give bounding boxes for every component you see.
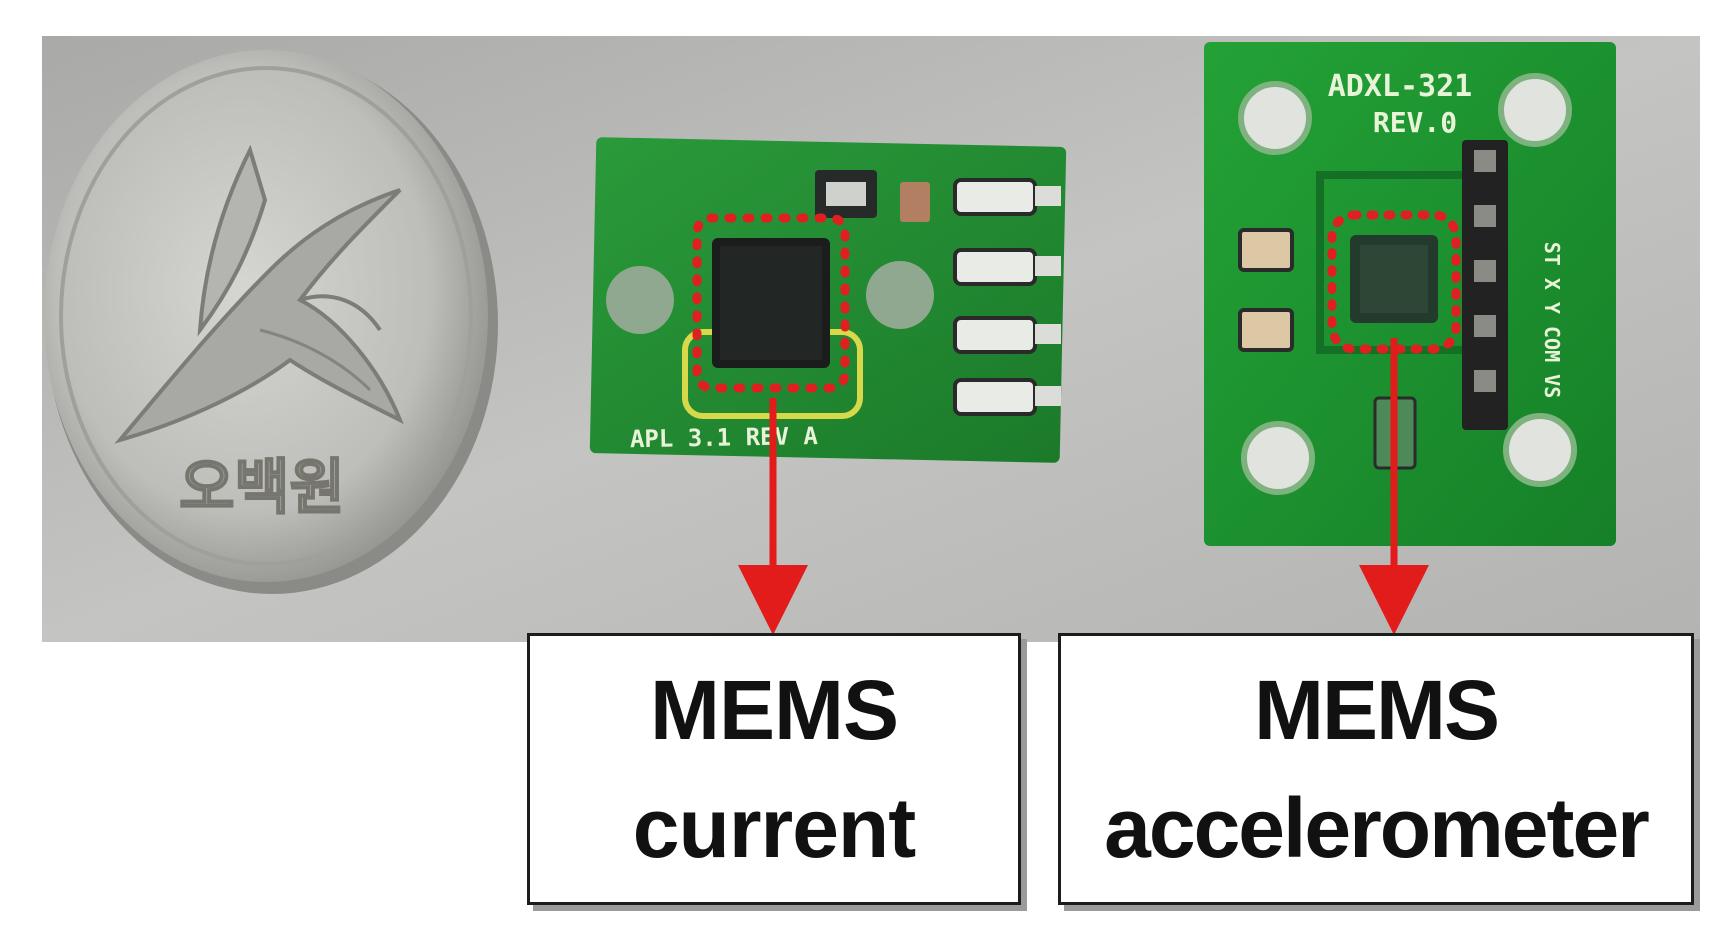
connector-pads bbox=[953, 178, 1061, 416]
current-sensor-board: APL 3.1 REV A bbox=[589, 137, 1067, 463]
mems-accelerometer-label: MEMS accelerometer bbox=[1058, 633, 1694, 905]
coin-inscription: 오백원 bbox=[179, 453, 345, 523]
accel-label-line1: MEMS bbox=[1254, 663, 1500, 757]
accel-silk-model: ADXL-321 bbox=[1328, 69, 1473, 104]
accelerometer-board: ADXL-321 REV.0 ST X Y COM VS bbox=[1204, 42, 1616, 546]
crane-coin-icon: 오백원 bbox=[44, 50, 498, 594]
current-label-line1: MEMS bbox=[650, 663, 899, 757]
board-silkscreen: APL 3.1 REV A bbox=[630, 422, 819, 453]
current-label-line2: current bbox=[632, 781, 916, 875]
current-chip-highlight bbox=[692, 213, 850, 393]
accel-silk-rev: REV.0 bbox=[1373, 106, 1457, 139]
accel-pin-labels: ST X Y COM VS bbox=[1540, 242, 1564, 399]
header-pins bbox=[1462, 140, 1508, 430]
mems-current-label: MEMS current bbox=[527, 633, 1021, 905]
accel-label-line2: accelerometer bbox=[1104, 781, 1650, 875]
